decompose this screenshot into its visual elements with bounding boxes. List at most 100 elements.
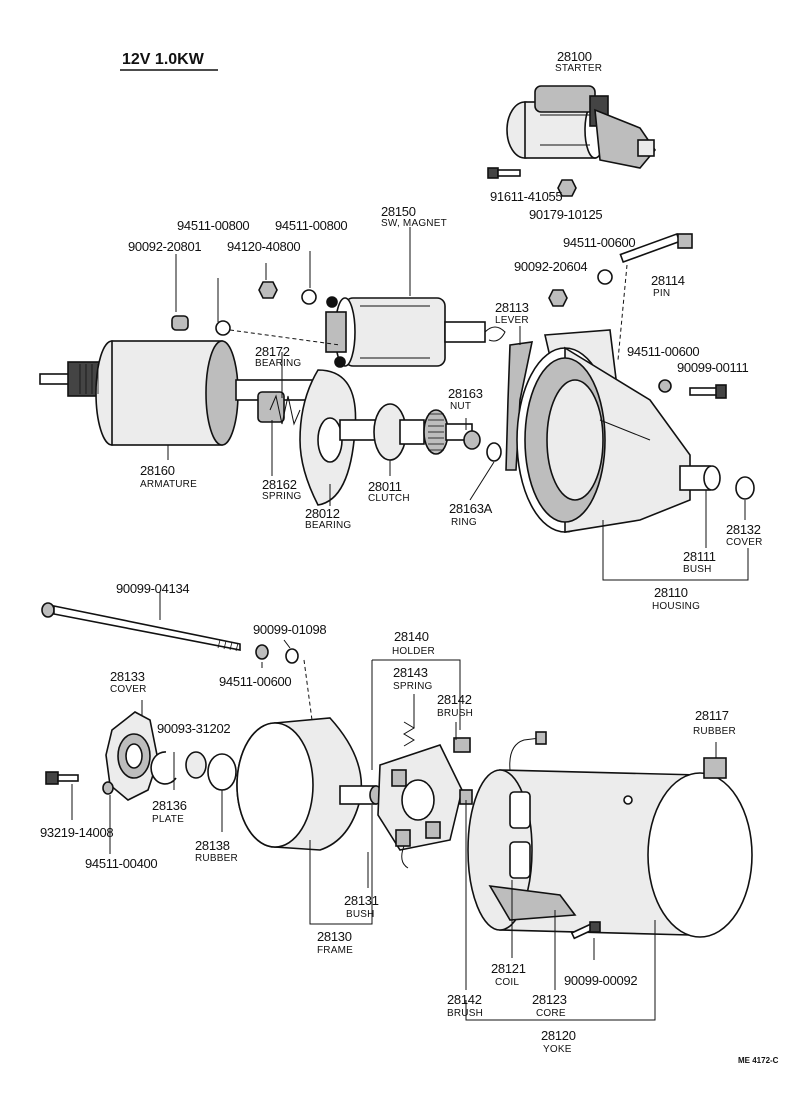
label-yoke-number: 28120 [541, 1028, 576, 1043]
label-bush-28111-name: BUSH [683, 564, 712, 575]
cover-28132-drawing [735, 476, 755, 500]
label-94120-40800: 94120-40800 [227, 239, 300, 254]
label-armature-name: ARMATURE [140, 479, 197, 490]
label-starter-number: 28100 [557, 49, 592, 64]
label-94511-00600-c: 94511-00600 [219, 674, 291, 689]
label-bush-28131-number: 28131 [344, 893, 379, 908]
label-brush-upper-number: 28142 [437, 692, 472, 707]
label-rubber-28138-name: RUBBER [195, 853, 238, 864]
label-clutch-number: 28011 [368, 479, 402, 494]
label-clutch-name: CLUTCH [368, 493, 410, 504]
nut-90092-20604-drawing [548, 289, 568, 307]
label-90179-10125: 90179-10125 [529, 207, 602, 222]
label-housing-name: HOUSING [652, 601, 700, 612]
label-90093-31202: 90093-31202 [157, 721, 230, 736]
label-bearing-28012-number: 28012 [305, 506, 340, 521]
label-cover-28133-number: 28133 [110, 669, 145, 684]
label-90099-00111: 90099-00111 [677, 360, 748, 375]
label-94511-00600-b: 94511-00600 [627, 344, 699, 359]
label-bearing-28172-name: BEARING [255, 358, 301, 369]
label-holder-number: 28140 [394, 629, 429, 644]
lever-drawing [505, 341, 534, 471]
label-bush-28111-number: 28111 [683, 549, 716, 564]
label-90092-20604: 90092-20604 [514, 259, 587, 274]
label-spring-28143-name: SPRING [393, 681, 433, 692]
label-rubber-28117-number: 28117 [695, 708, 729, 723]
label-armature-number: 28160 [140, 463, 175, 478]
label-93219-14008: 93219-14008 [40, 825, 113, 840]
housing-drawing [516, 329, 721, 533]
diagram-title: 12V 1.0KW [122, 51, 205, 68]
label-94511-00400: 94511-00400 [85, 856, 157, 871]
label-91611-41055: 91611-41055 [490, 189, 562, 204]
label-90099-00092: 90099-00092 [564, 973, 637, 988]
label-ring-number: 28163A [449, 501, 493, 516]
armature-drawing [39, 340, 317, 446]
label-cover-28132-number: 28132 [726, 522, 761, 537]
washer-94511-00600-c-drawing [255, 644, 269, 660]
label-starter-name: STARTER [555, 63, 602, 74]
label-bearing-28012-name: BEARING [305, 520, 351, 531]
washer-94511-00400-drawing [102, 781, 114, 795]
label-94511-00600-a: 94511-00600 [563, 235, 635, 250]
screw-93219-14008-drawing [45, 771, 79, 785]
clutch-drawing [339, 403, 473, 461]
label-spring-28162-name: SPRING [262, 491, 302, 502]
nut-28163-drawing [463, 430, 481, 450]
label-spring-28162-number: 28162 [262, 477, 297, 492]
screw-90099-00092-drawing [570, 921, 601, 940]
washer-90099-01098-drawing [285, 648, 299, 664]
label-cover-28132-name: COVER [726, 537, 763, 548]
through-bolt-drawing [41, 602, 241, 652]
label-plate-number: 28136 [152, 798, 187, 813]
plate-28136-drawing [150, 751, 177, 785]
bolt-90099-00111-drawing [689, 384, 727, 399]
label-coil-number: 28121 [491, 961, 526, 976]
label-bearing-28172-number: 28172 [255, 344, 290, 359]
rubber-28117-drawing [703, 757, 727, 779]
bolt-91611-41055-drawing [487, 167, 521, 179]
washer-94511-00600-b-drawing [658, 379, 672, 393]
label-cover-28133-name: COVER [110, 684, 147, 695]
yoke-drawing [467, 731, 753, 938]
magnet-switch-drawing [325, 296, 506, 368]
brush-spring-drawing [403, 721, 415, 747]
starter-assembly-drawing [506, 85, 657, 169]
washer-90093-31202-drawing [185, 751, 207, 779]
reference-code: ME 4172-C [738, 1056, 779, 1065]
label-frame-number: 28130 [317, 929, 352, 944]
label-nut-28163-name: NUT [450, 401, 471, 412]
labels: 28100 STARTER 91611-41055 90179-10125 28… [40, 49, 779, 1065]
cover-28133-drawing [105, 711, 159, 801]
label-magnet-number: 28150 [381, 204, 416, 219]
label-nut-28163-number: 28163 [448, 386, 483, 401]
washer-94511-00800-b-drawing [301, 289, 317, 305]
frame-28130-drawing [236, 717, 383, 851]
label-94511-00800-a: 94511-00800 [177, 218, 249, 233]
washer-94511-00600-a-drawing [597, 269, 613, 285]
label-lever-name: LEVER [495, 315, 529, 326]
label-housing-number: 28110 [654, 585, 688, 600]
label-spring-28143-number: 28143 [393, 665, 428, 680]
nut-94120-40800-drawing [258, 281, 278, 299]
brush-holder-drawing [377, 744, 463, 869]
label-lever-number: 28113 [495, 300, 529, 315]
nut-90179-drawing [557, 179, 577, 197]
label-frame-name: FRAME [317, 945, 353, 956]
label-plate-name: PLATE [152, 814, 184, 825]
label-magnet-name: SW, MAGNET [381, 218, 447, 229]
label-core-name: CORE [536, 1008, 566, 1019]
label-ring-name: RING [451, 517, 477, 528]
label-pin-name: PIN [653, 288, 670, 299]
label-pin-number: 28114 [651, 273, 685, 288]
label-rubber-28138-number: 28138 [195, 838, 230, 853]
label-94511-00800-b: 94511-00800 [275, 218, 347, 233]
label-coil-name: COIL [495, 977, 519, 988]
label-core-number: 28123 [532, 992, 567, 1007]
label-90099-04134: 90099-04134 [116, 581, 189, 596]
brush-28142-upper-drawing [453, 737, 471, 753]
rubber-28138-drawing [207, 753, 237, 791]
label-rubber-28117-name: RUBBER [693, 726, 736, 737]
washer-94511-00800-a-drawing [215, 320, 231, 336]
